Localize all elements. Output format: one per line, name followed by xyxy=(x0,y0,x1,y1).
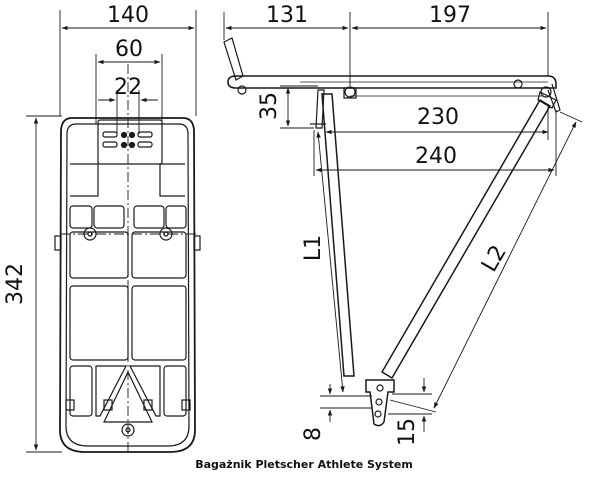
side-rear-length-label: 197 xyxy=(429,3,471,28)
side-height-offset-label: 35 xyxy=(257,92,282,120)
top-view-outline xyxy=(59,117,196,453)
top-length-label: 342 xyxy=(3,263,28,305)
top-width-label: 140 xyxy=(107,3,149,28)
strut-l2 xyxy=(380,98,552,380)
top-inner-width-label: 60 xyxy=(115,37,143,62)
top-slot-width-label: 22 xyxy=(114,75,142,100)
top-view-inner-outline xyxy=(65,123,190,447)
strut-l1 xyxy=(321,93,355,377)
strut-l1-label: L1 xyxy=(301,235,326,261)
side-view xyxy=(223,12,583,432)
front-tip xyxy=(223,37,244,81)
mount-bracket xyxy=(365,379,395,427)
side-mount-offset-label: 15 xyxy=(395,418,420,446)
side-span-230-label: 230 xyxy=(417,105,459,130)
side-front-length-label: 131 xyxy=(266,3,308,28)
side-bottom-offset-label: 8 xyxy=(301,427,326,441)
drawing-caption: Bagażnik Pletscher Athlete System xyxy=(195,458,413,471)
platform-rail xyxy=(227,75,557,89)
top-view xyxy=(26,10,201,454)
side-span-240-label: 240 xyxy=(415,144,457,169)
strut-l2-label: L2 xyxy=(477,241,512,276)
